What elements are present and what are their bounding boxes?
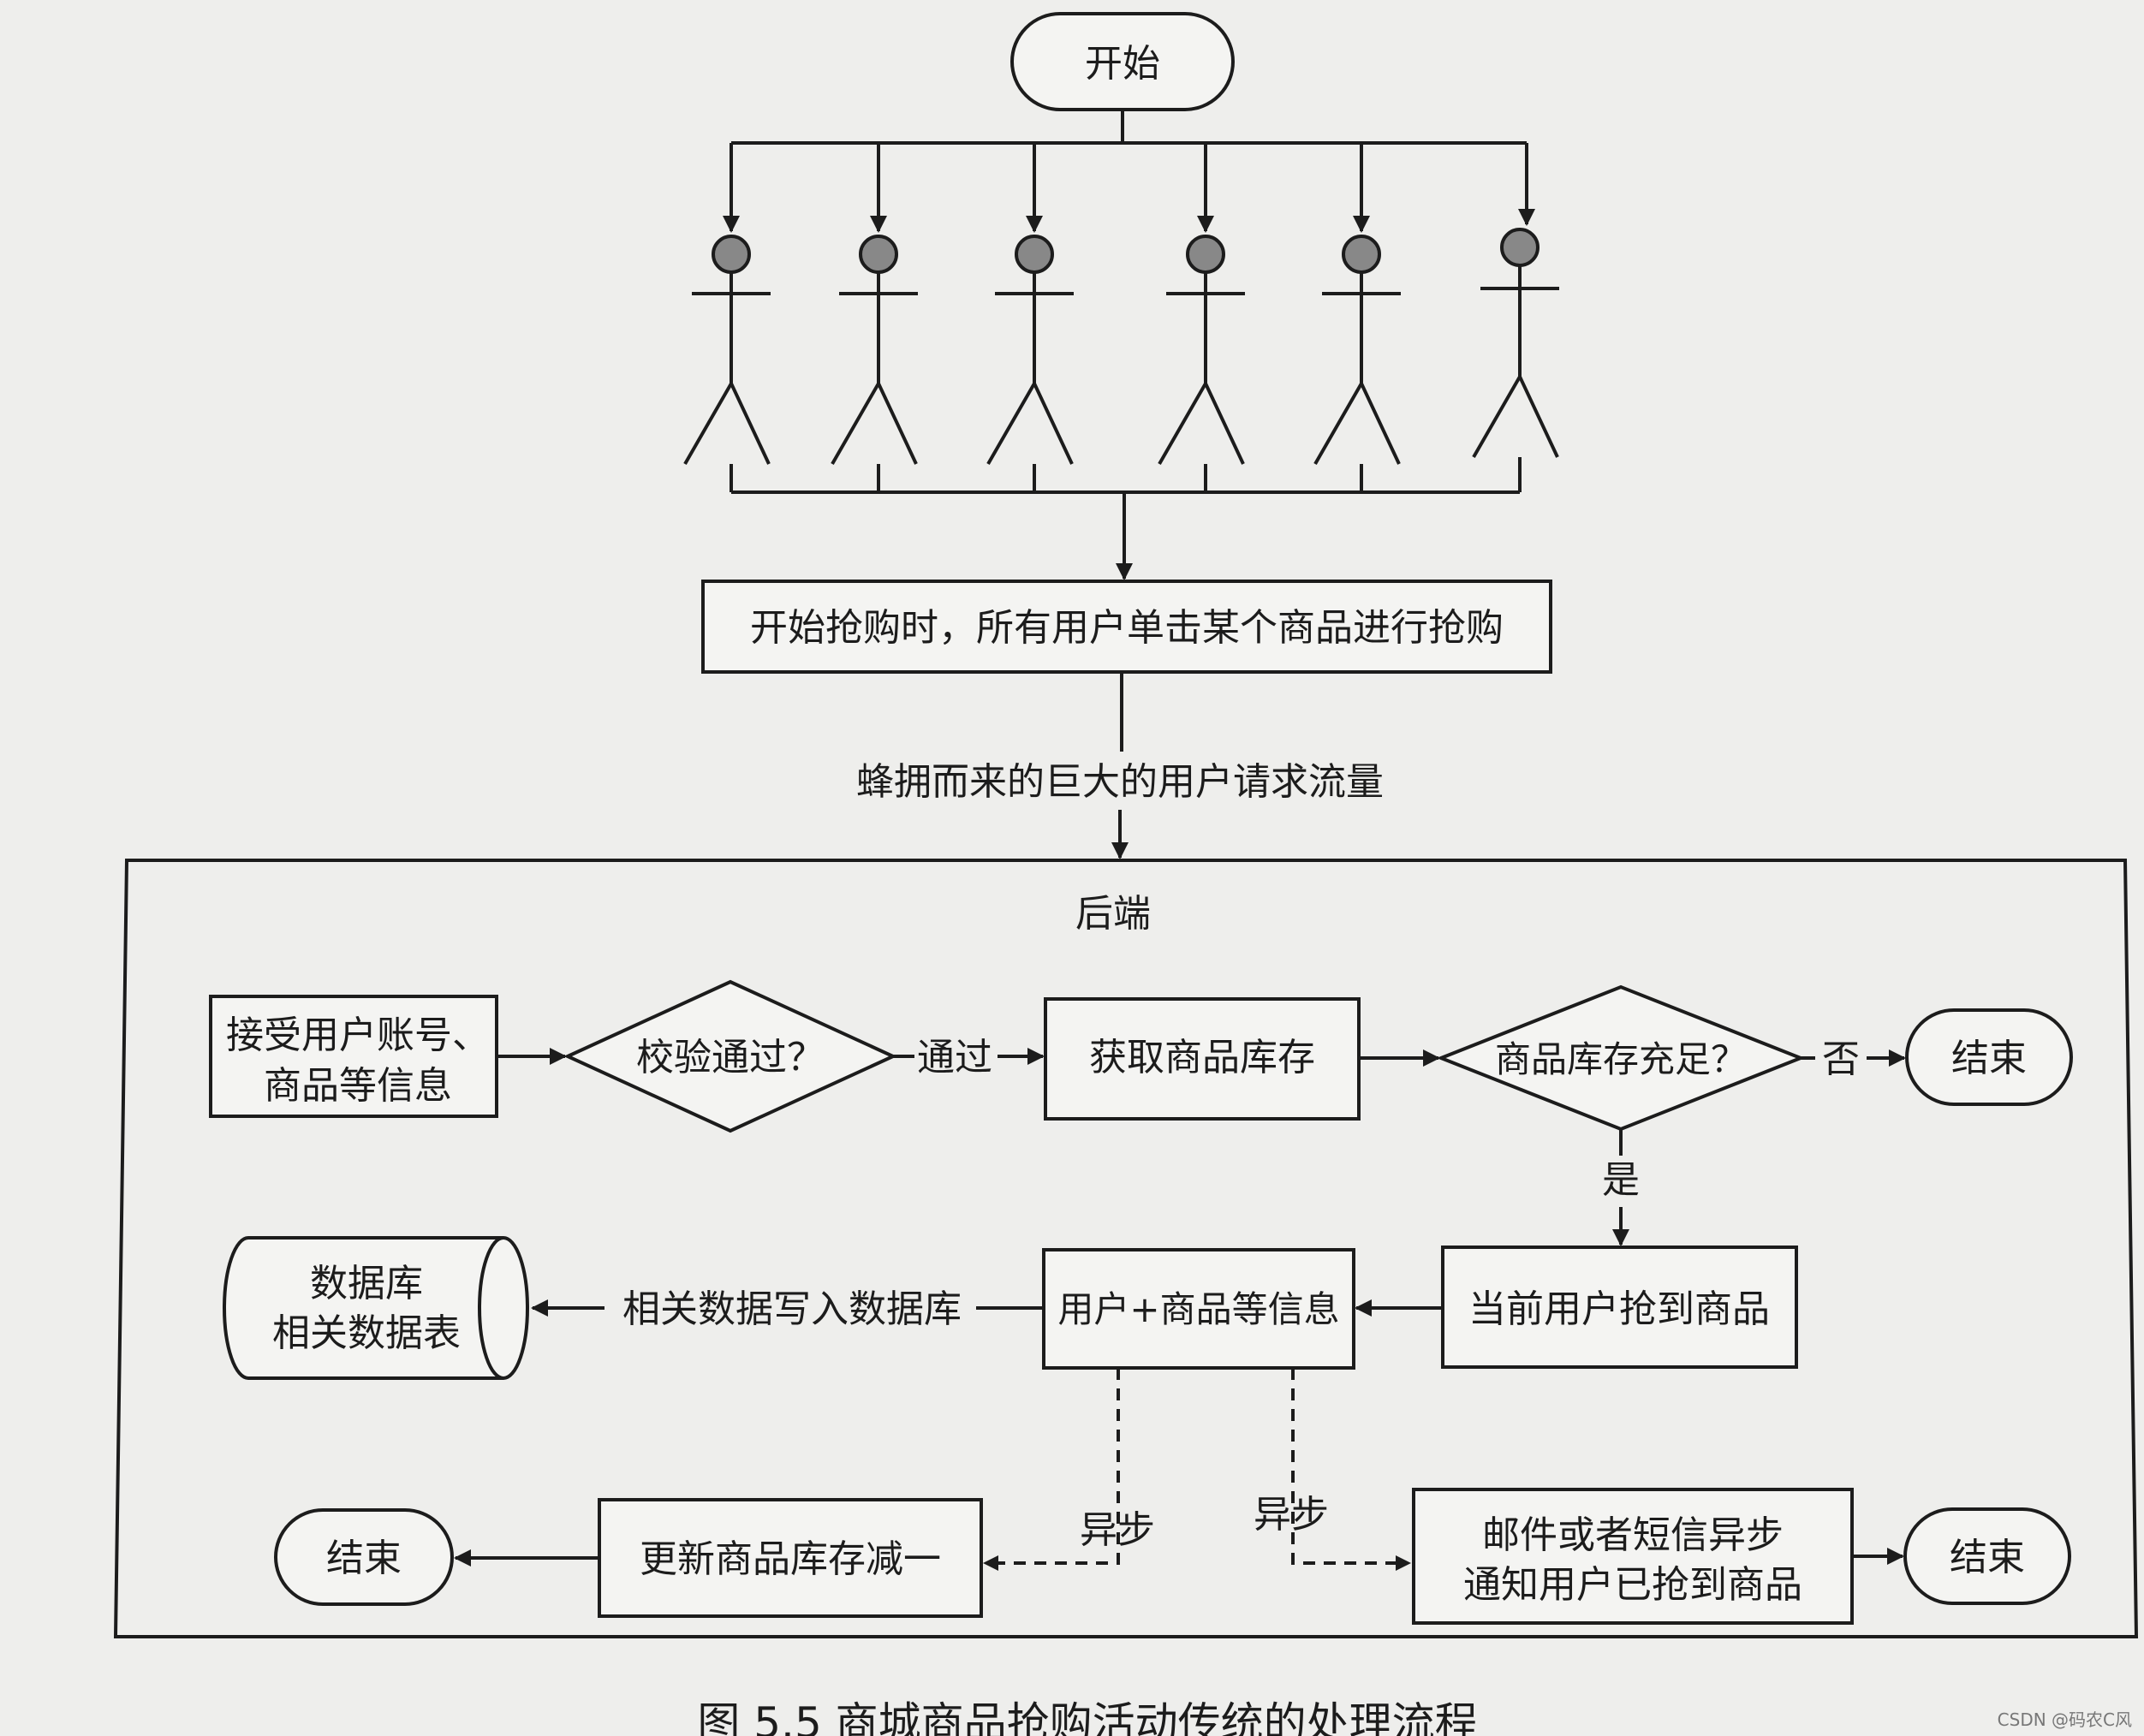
stock-check-label: 商品库存充足？ [1495, 1038, 1747, 1080]
got-item-label: 当前用户抢到商品 [1468, 1287, 1770, 1331]
validate-label: 校验通过？ [636, 1036, 825, 1079]
async-label-left: 异步 [1080, 1508, 1155, 1552]
user-figure-icon [683, 143, 771, 492]
user-figure-icon [1313, 143, 1401, 492]
end-node-3 [1903, 1507, 2071, 1605]
start-label: 开始 [1085, 42, 1160, 86]
backend-title: 后端 [1075, 892, 1151, 936]
notify-box [1412, 1488, 1854, 1625]
validate-pass-label: 通过 [917, 1036, 992, 1079]
get-stock-box [1044, 997, 1361, 1121]
receive-info-line2: 商品等信息 [264, 1064, 452, 1108]
figure-caption: 图 5.5 商城商品抢购活动传统的处理流程 [697, 1698, 1477, 1736]
db-line2: 相关数据表 [272, 1311, 461, 1355]
db-line1: 数据库 [310, 1262, 423, 1305]
user-figure-icon [986, 143, 1074, 492]
user-figures [683, 143, 1559, 492]
database-cylinder [223, 1236, 529, 1380]
async-path-left [993, 1368, 1120, 1565]
end-node-1 [1905, 1008, 2073, 1106]
user-figure-icon [1158, 143, 1245, 492]
user-item-info-box [1042, 1248, 1355, 1370]
user-figure-icon [1472, 143, 1559, 492]
rush-step-label: 开始抢购时，所有用户单击某个商品进行抢购 [750, 606, 1504, 650]
end-node-2 [274, 1508, 454, 1606]
got-item-box [1441, 1246, 1798, 1369]
user-figure-icon [831, 143, 918, 492]
write-db-label: 相关数据写入数据库 [622, 1287, 962, 1331]
async-path-right [1291, 1368, 1399, 1565]
end-label-2: 结束 [326, 1537, 402, 1580]
traffic-label: 蜂拥而来的巨大的用户请求流量 [856, 760, 1384, 804]
async-arrowhead-right [1396, 1555, 1411, 1571]
async-label-right: 异步 [1254, 1493, 1329, 1537]
receive-info-box [209, 995, 498, 1118]
update-stock-label: 更新商品库存减一 [640, 1537, 941, 1581]
user-item-info-label: 用户+商品等信息 [1057, 1288, 1339, 1330]
receive-info-line1: 接受用户账号、 [226, 1014, 490, 1057]
no-label: 否 [1822, 1037, 1860, 1081]
async-arrowhead-left [983, 1555, 998, 1571]
notify-line2: 通知用户已抢到商品 [1463, 1563, 1802, 1607]
update-stock-box [598, 1498, 983, 1618]
end-label-3: 结束 [1950, 1536, 2025, 1579]
yes-label: 是 [1602, 1158, 1640, 1202]
backend-container [113, 859, 2139, 1638]
end-label-1: 结束 [1951, 1037, 2027, 1080]
notify-line1: 邮件或者短信异步 [1482, 1513, 1784, 1557]
get-stock-label: 获取商品库存 [1089, 1036, 1315, 1079]
watermark: CSDN @码农C风 [1998, 1709, 2132, 1730]
rush-step-box [701, 580, 1552, 674]
